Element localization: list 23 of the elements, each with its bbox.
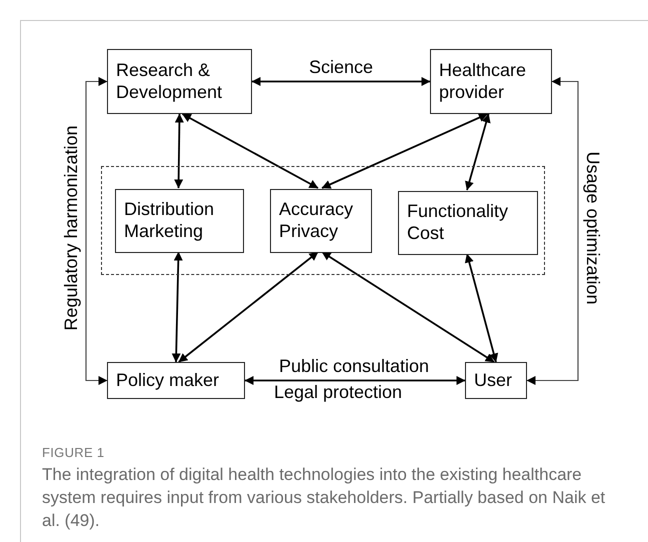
stakeholder-box: Healthcare provider: [430, 49, 552, 114]
stakeholder-box: Accuracy Privacy: [270, 189, 372, 253]
arrow: [526, 77, 579, 385]
line-note: Legal protection: [274, 383, 402, 403]
stakeholder-box: Functionality Cost: [398, 191, 538, 255]
arrow: [322, 113, 488, 189]
stakeholder-box: Research & Development: [107, 49, 252, 114]
dashed-group-frame: [101, 166, 545, 275]
arrow: [182, 113, 318, 189]
arrow: [178, 251, 319, 363]
arrow: [465, 114, 491, 190]
arrow: [322, 251, 495, 363]
figure-number: FIGURE 1: [42, 445, 104, 460]
stakeholder-box: Policy maker: [107, 362, 245, 399]
arrow: [85, 77, 108, 385]
arrow: [174, 114, 184, 188]
caption: The integration of digital health technologies into the existing healthcare system requires input from various stakeholders. Partially based on Naik et al. (49).: [42, 464, 606, 532]
stakeholder-box: User: [465, 362, 527, 399]
arrow: [244, 376, 466, 385]
stakeholder-box: Distribution Marketing: [115, 189, 244, 253]
arrow: [464, 254, 498, 362]
arrow: [172, 252, 183, 362]
arrow: [252, 77, 430, 86]
